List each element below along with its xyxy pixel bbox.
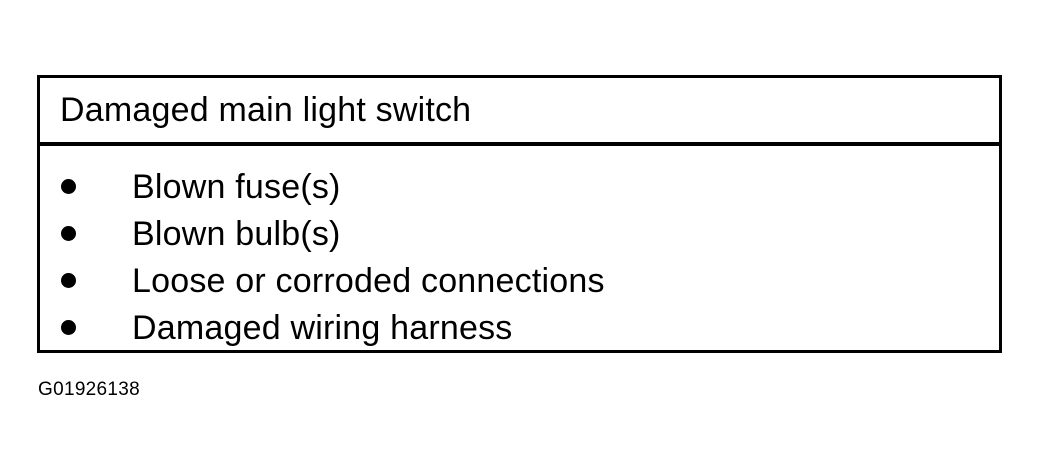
list-item-text: Blown bulb(s) — [132, 214, 341, 253]
bullet-icon — [61, 226, 76, 241]
figure-id: G01926138 — [38, 379, 141, 400]
list-item-text: Blown fuse(s) — [132, 167, 341, 206]
list-item: Blown fuse(s) — [40, 163, 999, 210]
list-item-text: Loose or corroded connections — [132, 261, 605, 300]
list-item: Blown bulb(s) — [40, 210, 999, 257]
table-header: Damaged main light switch — [40, 78, 999, 146]
bullet-icon — [61, 273, 76, 288]
bullet-icon — [61, 320, 76, 335]
list-item: Damaged wiring harness — [40, 304, 999, 351]
bullet-icon — [61, 179, 76, 194]
list-item-text: Damaged wiring harness — [132, 308, 513, 347]
cause-list: Blown fuse(s) Blown bulb(s) Loose or cor… — [40, 146, 999, 351]
list-item: Loose or corroded connections — [40, 257, 999, 304]
table-header-text: Damaged main light switch — [60, 91, 472, 129]
cause-table: Damaged main light switch Blown fuse(s) … — [37, 75, 1002, 353]
